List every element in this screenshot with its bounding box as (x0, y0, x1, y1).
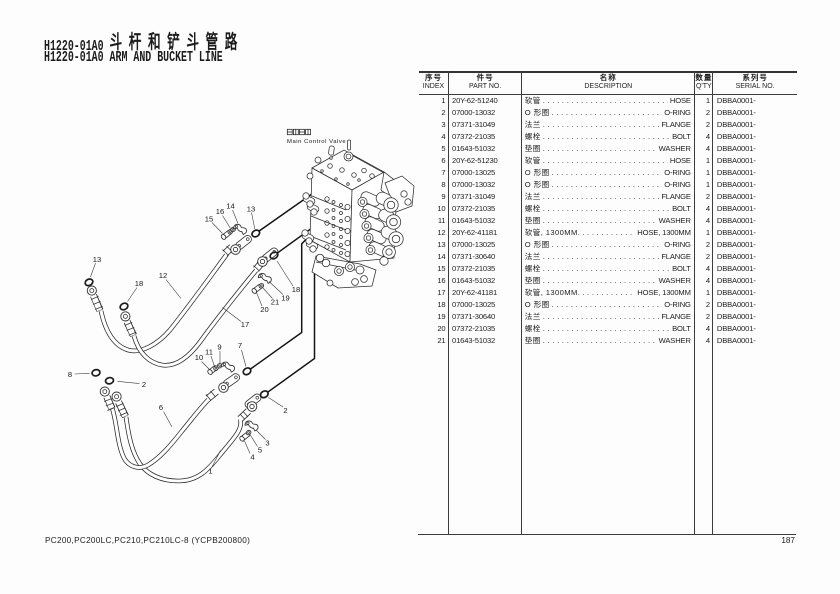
svg-text:20: 20 (260, 305, 268, 314)
svg-text:16: 16 (216, 207, 224, 216)
svg-text:4: 4 (250, 453, 254, 462)
svg-text:13: 13 (93, 255, 101, 264)
svg-text:7: 7 (238, 341, 242, 350)
svg-text:6: 6 (159, 403, 163, 412)
svg-text:Main Control Valve: Main Control Valve (287, 139, 346, 145)
svg-text:3: 3 (265, 439, 269, 448)
svg-text:5: 5 (258, 446, 262, 455)
svg-text:2: 2 (283, 406, 287, 415)
svg-text:17: 17 (241, 320, 249, 329)
svg-text:12: 12 (159, 271, 167, 280)
svg-text:8: 8 (68, 370, 72, 379)
svg-text:11: 11 (205, 348, 213, 357)
svg-text:18: 18 (135, 279, 143, 288)
svg-text:18: 18 (292, 285, 300, 294)
svg-text:14: 14 (226, 202, 234, 211)
svg-text:21: 21 (271, 298, 279, 307)
svg-text:9: 9 (217, 343, 221, 352)
svg-text:19: 19 (281, 294, 289, 303)
svg-text:2: 2 (142, 380, 146, 389)
svg-text:10: 10 (195, 353, 203, 362)
svg-text:15: 15 (205, 215, 213, 224)
svg-text:1: 1 (208, 467, 212, 476)
svg-text:13: 13 (247, 205, 255, 214)
